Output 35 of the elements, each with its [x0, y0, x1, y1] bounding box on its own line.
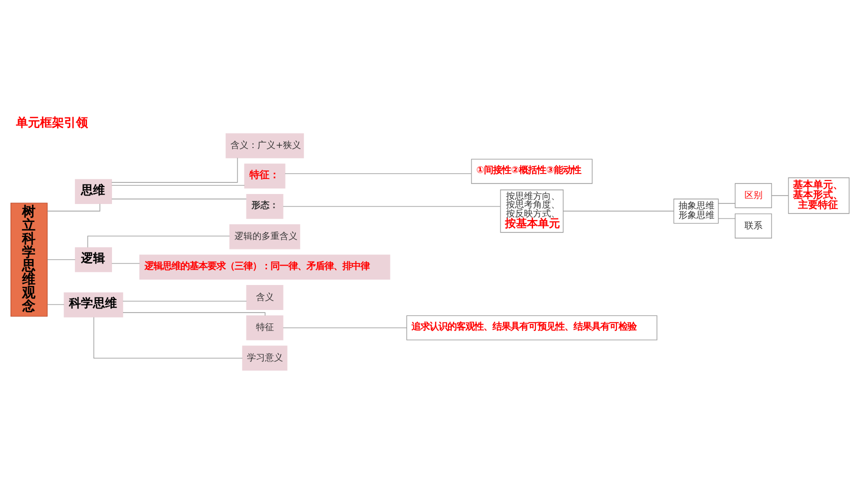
node-box: 含义：广义+狭义 [226, 132, 304, 158]
connector [122, 312, 266, 316]
connector [46, 203, 100, 211]
node-box: 形态： [246, 193, 284, 218]
node-box: 科学思维 [64, 292, 124, 317]
connector [111, 262, 140, 264]
node-box: 逻辑思维的基本要求（三律）：同一律、矛盾律、排中律 [139, 254, 390, 280]
connector [122, 300, 247, 302]
node-box: 抽象思维形象思维 [673, 198, 719, 224]
connector [111, 198, 247, 199]
node-box: 追求认识的客观性、结果具有可预见性、结果具有可检验 [406, 314, 658, 340]
node-box: ①间接性②概括性③能动性 [471, 158, 593, 184]
connector [771, 194, 789, 196]
node-box: 逻辑的多重含义 [229, 224, 300, 249]
node-box: 含义 [246, 284, 284, 310]
node-box: 特征： [244, 163, 286, 188]
node-box: 树立科学思维观念 [10, 202, 48, 316]
node-box: 区别 [734, 182, 772, 208]
diagram-title: 单元框架引领 [16, 114, 88, 129]
connector [284, 172, 472, 174]
connector [282, 326, 408, 328]
node-box: 特征 [246, 314, 284, 340]
node-box: 联系 [734, 213, 772, 238]
connector [718, 202, 736, 204]
connector [47, 258, 76, 260]
connector [562, 210, 674, 211]
node-box: 基本单元、基本形式、主要特征 [788, 176, 850, 214]
connector [93, 316, 243, 358]
connector [111, 157, 238, 182]
node-box: 逻辑 [74, 246, 112, 272]
node-box: 按思维方向、按思考角度、按反映方式、按基本单元 [500, 189, 564, 232]
node-box: 学习意义 [242, 345, 288, 370]
node-box: 思维 [74, 178, 112, 204]
connector [111, 184, 245, 186]
connector [87, 235, 230, 248]
